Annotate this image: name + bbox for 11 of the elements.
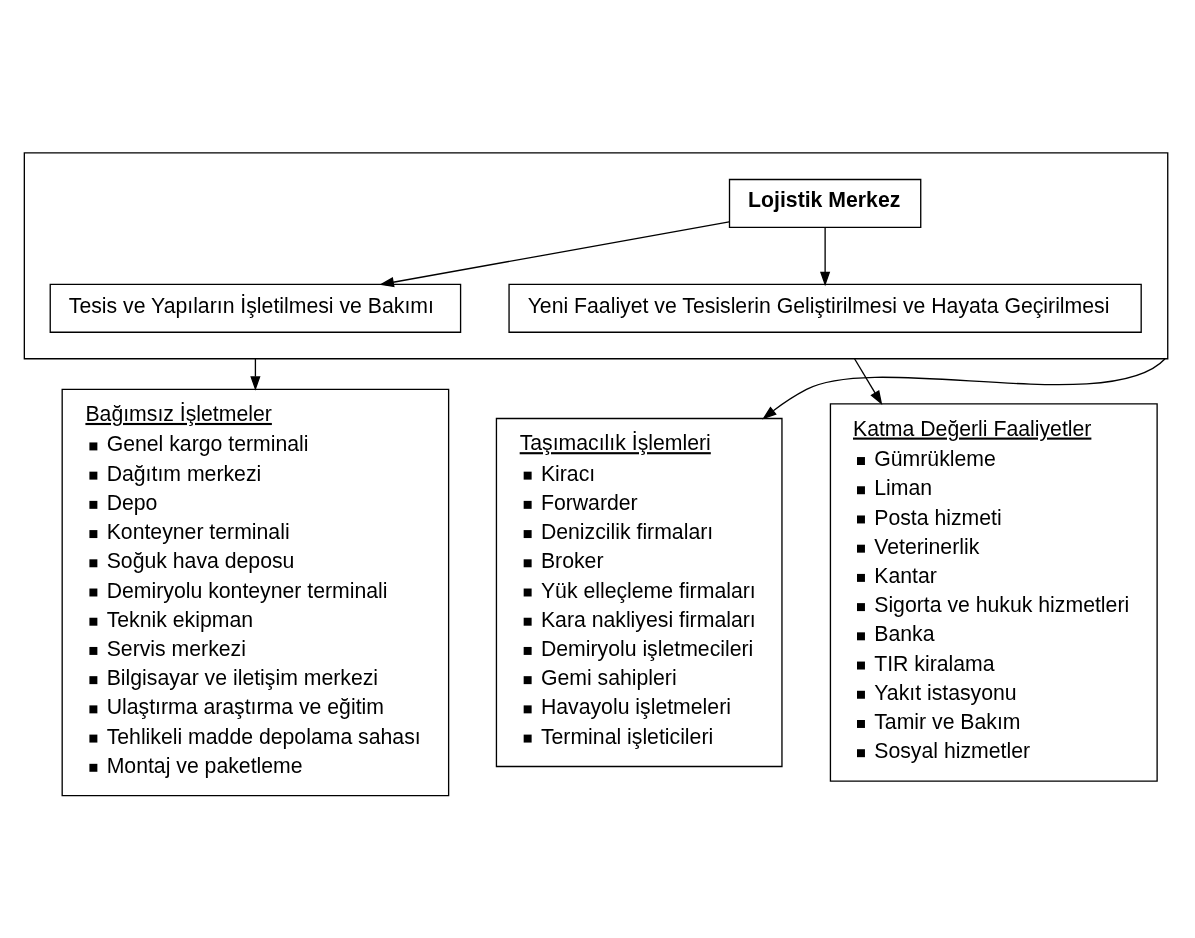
arrow bbox=[820, 226, 831, 287]
arrow bbox=[762, 358, 1166, 420]
node-box: Taşımacılık İşlemleri Kiracı Forwarder Denizcilik firmaları Broker Yük elleçleme firmaları Kara nakliyesi firmaları Demiryolu işletmecileri Gemi sahipleri Havayolu işletmeleri Terminal işleticileri bbox=[495, 417, 783, 768]
node-box: Lojistik Merkez bbox=[728, 178, 922, 228]
node-box: Katma Değerli Faaliyetler Gümrükleme Liman Posta hizmeti Veterinerlik Kantar Sigorta ve hukuk hizmetleri Banka TIR kiralama Yakıt istasyonu Tamir ve Bakım Sosyal hizmetler bbox=[829, 403, 1158, 782]
node-box: Yeni Faaliyet ve Tesislerin Geliştirilmesi ve Hayata Geçirilmesi bbox=[508, 283, 1142, 333]
arrow bbox=[853, 358, 883, 406]
node-box: Bağımsız İşletmeler Genel kargo terminali Dağıtım merkezi Depo Konteyner terminali Soğuk hava deposu Demiryolu konteyner terminali Teknik ekipman Servis merkezi Bilgisayar ve iletişim merkezi Ulaştırma araştırma ve eğitim Tehlikeli madde depolama sahası Montaj ve paketleme bbox=[61, 388, 450, 797]
node-box: Tesis ve Yapıların İşletilmesi ve Bakımı bbox=[49, 283, 462, 333]
arrow bbox=[379, 221, 730, 288]
cluster bbox=[23, 152, 1169, 360]
